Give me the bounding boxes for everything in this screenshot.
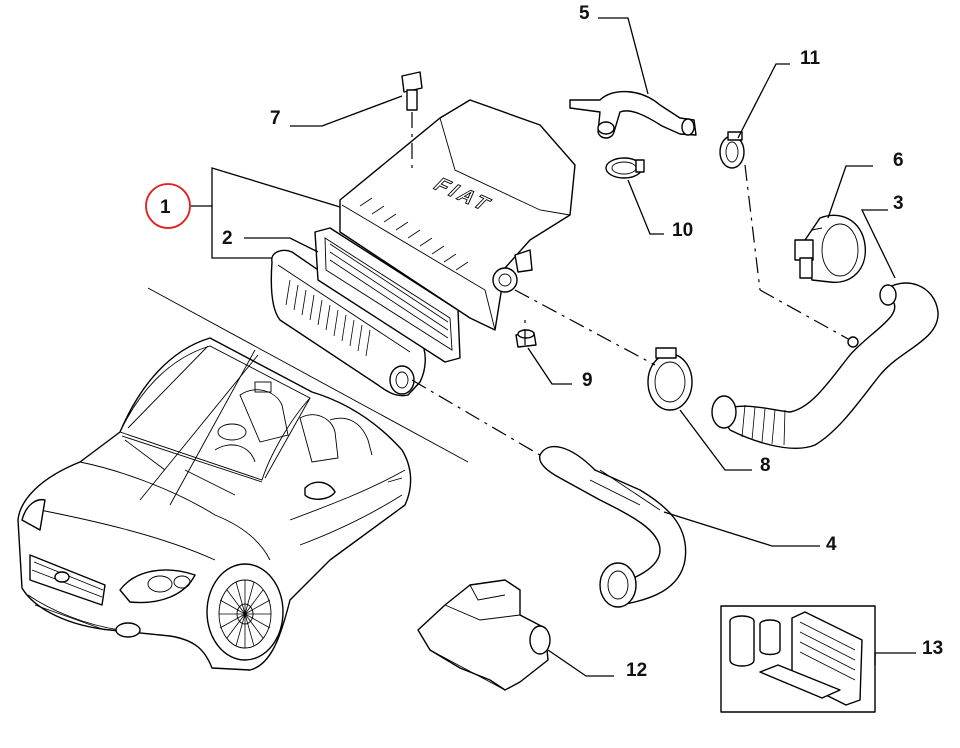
car-illustration — [17, 287, 469, 671]
intake-duct — [538, 445, 687, 608]
hose-corrugations — [741, 404, 786, 446]
bolt-part — [401, 71, 423, 168]
clamp-small-part — [605, 157, 645, 179]
part-1-highlight-circle — [145, 183, 191, 229]
air-filter-element — [314, 227, 461, 363]
part-label-8[interactable]: 8 — [760, 455, 771, 476]
leader-lines — [190, 17, 916, 677]
part-label-10[interactable]: 10 — [672, 220, 693, 241]
part-label-6[interactable]: 6 — [893, 150, 904, 171]
breather-hose — [569, 90, 697, 139]
part-label-9[interactable]: 9 — [582, 370, 593, 391]
part-label-3[interactable]: 3 — [893, 193, 904, 214]
grommet-part — [515, 329, 537, 348]
airbox-lower-cover — [270, 249, 426, 397]
airbox-upper-housing: FIAT — [339, 99, 576, 331]
sensor-part — [794, 214, 866, 284]
clamp-part-11 — [719, 131, 851, 341]
part-label-1[interactable]: 1 — [160, 197, 171, 218]
airbox-ribs — [359, 197, 469, 271]
part-label-4[interactable]: 4 — [826, 534, 837, 555]
part-label-2[interactable]: 2 — [222, 228, 233, 249]
intake-hose-upper — [711, 282, 939, 449]
filter-kit-box — [720, 605, 876, 713]
clamp-large-part — [647, 347, 693, 411]
part-label-5[interactable]: 5 — [579, 3, 590, 24]
part-labels: 1 2 3 4 5 6 7 8 9 10 11 12 13 — [160, 3, 943, 681]
part-label-11[interactable]: 11 — [800, 48, 821, 69]
assembly-dash-lines — [411, 289, 656, 459]
part-label-7[interactable]: 7 — [270, 108, 281, 129]
cover-ribs — [285, 279, 371, 357]
part-label-12[interactable]: 12 — [626, 660, 647, 681]
part-label-13[interactable]: 13 — [922, 638, 943, 659]
resonator-part — [417, 579, 551, 691]
